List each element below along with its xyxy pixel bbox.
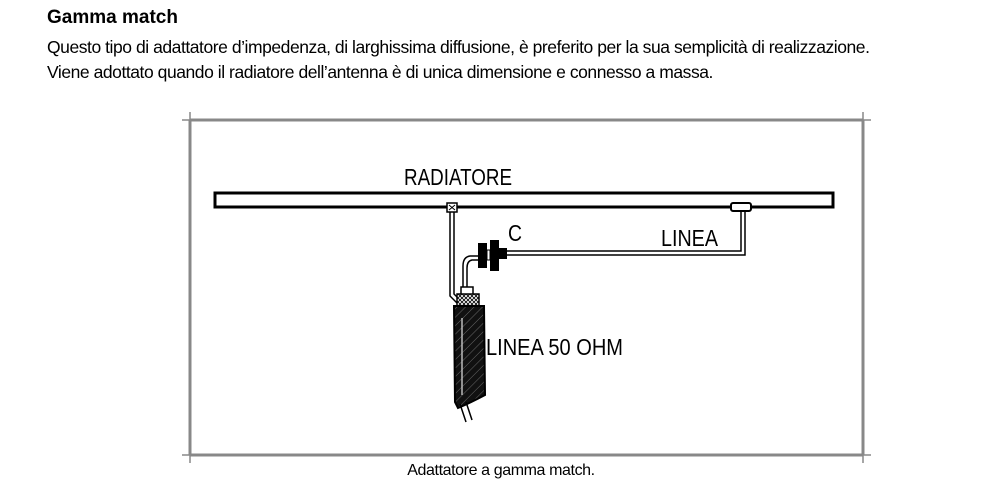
- figure-caption: Adattatore a gamma match.: [407, 462, 595, 479]
- ground-clamp-mark: [448, 204, 456, 211]
- coax-label: LINEA 50 OHM: [486, 334, 623, 360]
- gamma-rod: [504, 211, 742, 252]
- center-conductor-inner: [466, 259, 478, 290]
- gamma-rod-inner: [504, 211, 746, 256]
- shield-wire: [449, 212, 461, 307]
- center-conductor: [462, 255, 478, 290]
- figure-frame: [188, 118, 865, 457]
- coax-tail: [459, 401, 473, 423]
- capacitor: [478, 240, 507, 271]
- section-heading: Gamma match: [47, 7, 178, 28]
- frame-tick-marks: [182, 112, 871, 463]
- gamma-clamp: [730, 202, 752, 212]
- radiator-element: [213, 191, 835, 209]
- coax-cable: [452, 305, 487, 410]
- radiator-label: RADIATORE: [404, 164, 512, 190]
- line-label: LINEA: [661, 225, 719, 251]
- paragraph-line-1: Questo tipo di adattatore d’impedenza, d…: [47, 37, 870, 57]
- capacitor-label: C: [508, 220, 522, 246]
- coax-braid: [456, 293, 480, 307]
- paragraph-line-2: Viene adottato quando il radiatore dell’…: [47, 62, 713, 82]
